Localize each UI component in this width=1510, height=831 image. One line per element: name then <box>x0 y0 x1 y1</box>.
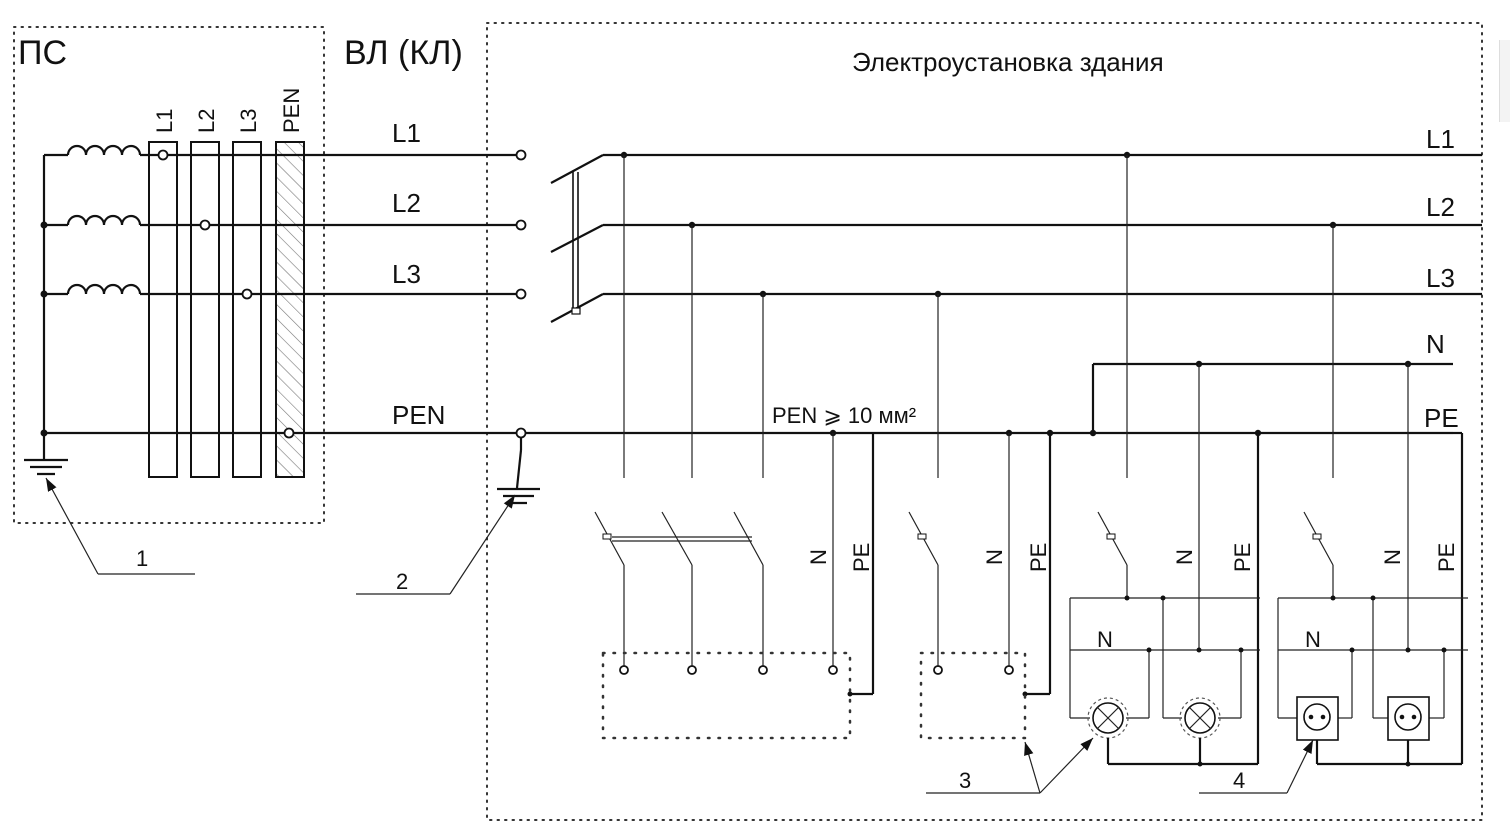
callout-3: 3 <box>959 768 971 793</box>
consumer-three-phase <box>594 151 875 740</box>
branch1-pe-label: PE <box>849 543 874 572</box>
bus-label-l2: L2 <box>1426 192 1455 222</box>
branch3-pe-label: PE <box>1230 543 1255 572</box>
window-edge-stub <box>1499 40 1510 122</box>
busbar-l2 <box>190 141 220 478</box>
consumer-single-phase <box>908 290 1054 740</box>
line-conductors <box>44 149 1453 439</box>
conductor-label-l2: L2 <box>392 188 421 218</box>
conductor-label-l3: L3 <box>392 259 421 289</box>
pen-cross-section-note: PEN ⩾ 10 мм² <box>772 403 916 428</box>
transformer-windings <box>40 144 142 460</box>
callout-1-leader <box>45 477 195 575</box>
branch3-n-label: N <box>1172 549 1197 565</box>
busbar-l1 <box>148 141 178 478</box>
conductor-label-l1: L1 <box>392 118 421 148</box>
consumer-lighting-group <box>1069 151 1262 767</box>
neutral-bus <box>1089 362 1453 437</box>
entrance-ground-symbol <box>497 438 540 505</box>
bus-label-l3: L3 <box>1426 263 1455 293</box>
conductor-label-pen: PEN <box>392 400 445 430</box>
branch2-pe-label: PE <box>1026 543 1051 572</box>
main-switch <box>550 153 1482 323</box>
busbar-label-pen: PEN <box>279 88 304 133</box>
callout-3-leader <box>926 737 1094 794</box>
branch2-n-label: N <box>982 549 1007 565</box>
branch4-pe-label: PE <box>1434 543 1459 572</box>
busbar-label-l1: L1 <box>152 109 177 133</box>
substation-title: ПС <box>18 34 67 72</box>
callout-2-leader <box>356 494 516 595</box>
callout-2: 2 <box>396 569 408 594</box>
branch3-inner-n-label: N <box>1097 627 1113 652</box>
building-frame <box>486 22 1483 821</box>
line-title: ВЛ (КЛ) <box>344 34 463 72</box>
bus-label-n: N <box>1426 329 1445 359</box>
busbar-l3 <box>232 141 262 478</box>
callout-4: 4 <box>1233 768 1245 793</box>
bus-label-l1: L1 <box>1426 124 1455 154</box>
branch1-n-label: N <box>806 549 831 565</box>
busbar-pen <box>275 141 305 478</box>
branch4-n-label: N <box>1380 549 1405 565</box>
building-title: Электроустановка здания <box>852 47 1164 77</box>
consumer-socket-group <box>1277 221 1468 767</box>
busbar-label-l2: L2 <box>194 109 219 133</box>
substation-ground-symbol <box>24 458 68 476</box>
busbar-label-l3: L3 <box>236 109 261 133</box>
callout-1: 1 <box>136 546 148 571</box>
branch4-inner-n-label: N <box>1305 627 1321 652</box>
bus-label-pe: PE <box>1424 403 1459 433</box>
substation-frame <box>13 26 325 524</box>
callout-4-leader <box>1199 739 1314 794</box>
